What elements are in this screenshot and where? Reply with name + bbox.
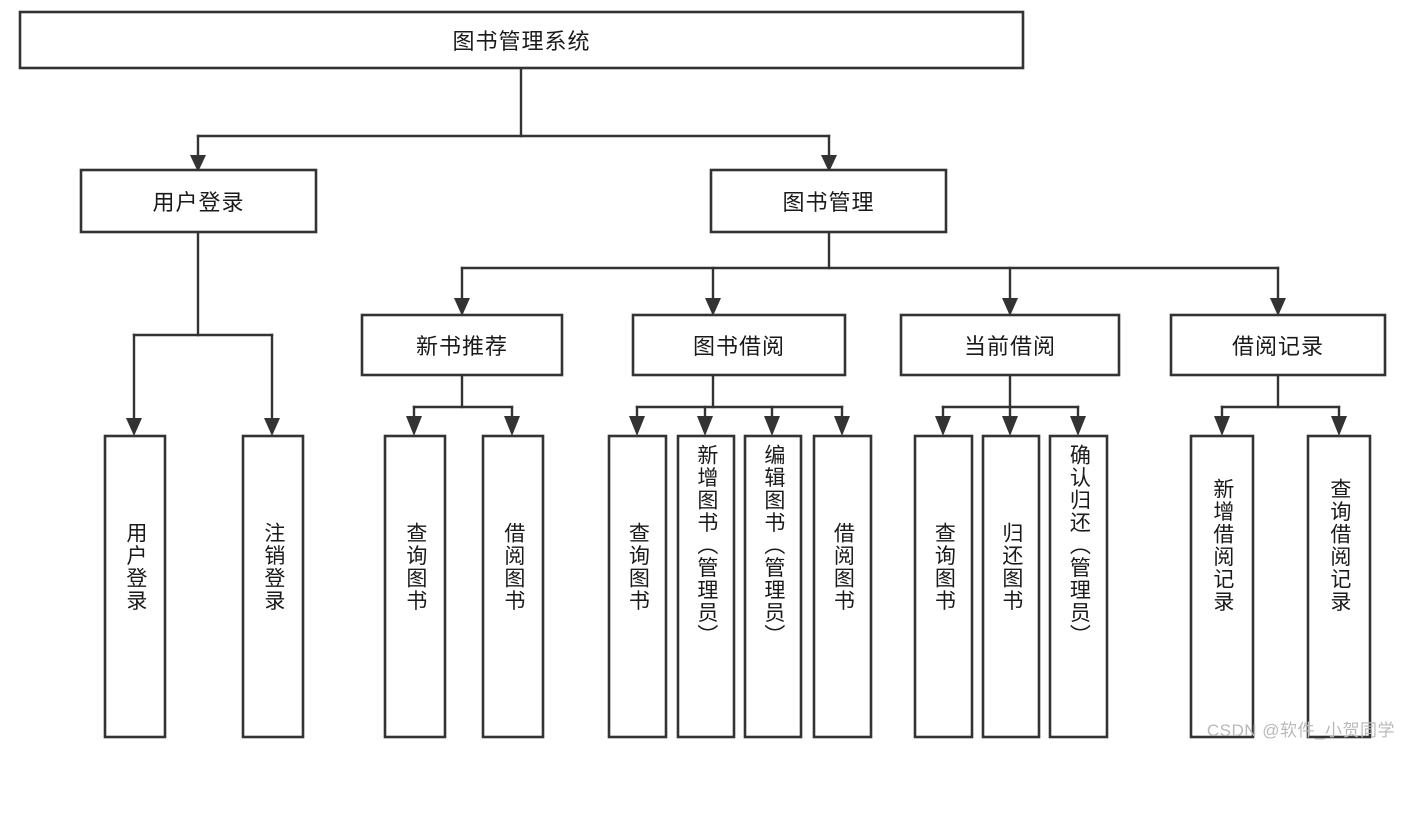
arrow-head-leaf-11 [1070,416,1086,436]
arrow-head-leaf-4 [504,416,520,436]
arrow-head-current [1002,298,1018,316]
node-box-leaf-11[interactable] [1048,434,1109,739]
watermark-text: CSDN @软件_小贺同学 [1206,721,1395,740]
node-box-leaf-3[interactable] [383,434,447,739]
node-box-root[interactable] [18,10,1025,70]
node-box-borrow[interactable] [631,313,847,377]
arrow-head-records [1270,298,1286,316]
node-box-leaf-1[interactable] [103,434,167,739]
arrow-head-leaf-13 [1331,416,1347,436]
arrow-head-leaf-3 [406,416,422,436]
arrow-head-leaf-5 [629,416,645,436]
node-box-leaf-8[interactable] [812,434,873,739]
connector-group [126,66,1347,436]
node-box-leaf-5[interactable] [607,434,668,739]
arrow-head-leaf-2 [264,418,280,436]
arrow-head-bookmgmt [821,155,837,172]
node-box-records[interactable] [1169,313,1387,377]
arrow-head-newbook [454,298,470,316]
arrow-head-leaf-1 [126,418,142,436]
arrow-head-login [190,155,206,172]
node-box-group [18,10,1387,739]
arrow-head-borrow [705,298,721,316]
node-box-leaf-6[interactable] [676,434,736,739]
node-box-login[interactable] [79,168,318,234]
node-box-leaf-2[interactable] [241,434,305,739]
node-box-leaf-10[interactable] [981,434,1041,739]
arrow-head-leaf-6 [697,416,713,436]
arrow-head-leaf-9 [935,416,951,436]
node-box-leaf-7[interactable] [743,434,803,739]
node-box-newbook[interactable] [360,313,564,377]
flowchart-diagram: 图书管理系统 用户登录 图书管理 新书推荐 图书借阅 当前借阅 借阅记录 用户登… [18,10,1395,740]
arrow-head-leaf-10 [1002,416,1018,436]
diagram-canvas [18,10,1387,739]
node-box-leaf-4[interactable] [481,434,545,739]
node-box-leaf-9[interactable] [913,434,974,739]
node-box-current[interactable] [899,313,1121,377]
arrow-head-leaf-12 [1214,416,1230,436]
node-box-leaf-13[interactable] [1306,434,1372,739]
arrow-head-leaf-8 [834,416,850,436]
node-box-bookmgmt[interactable] [709,168,948,234]
node-box-leaf-12[interactable] [1189,434,1255,739]
arrow-head-leaf-7 [764,416,780,436]
